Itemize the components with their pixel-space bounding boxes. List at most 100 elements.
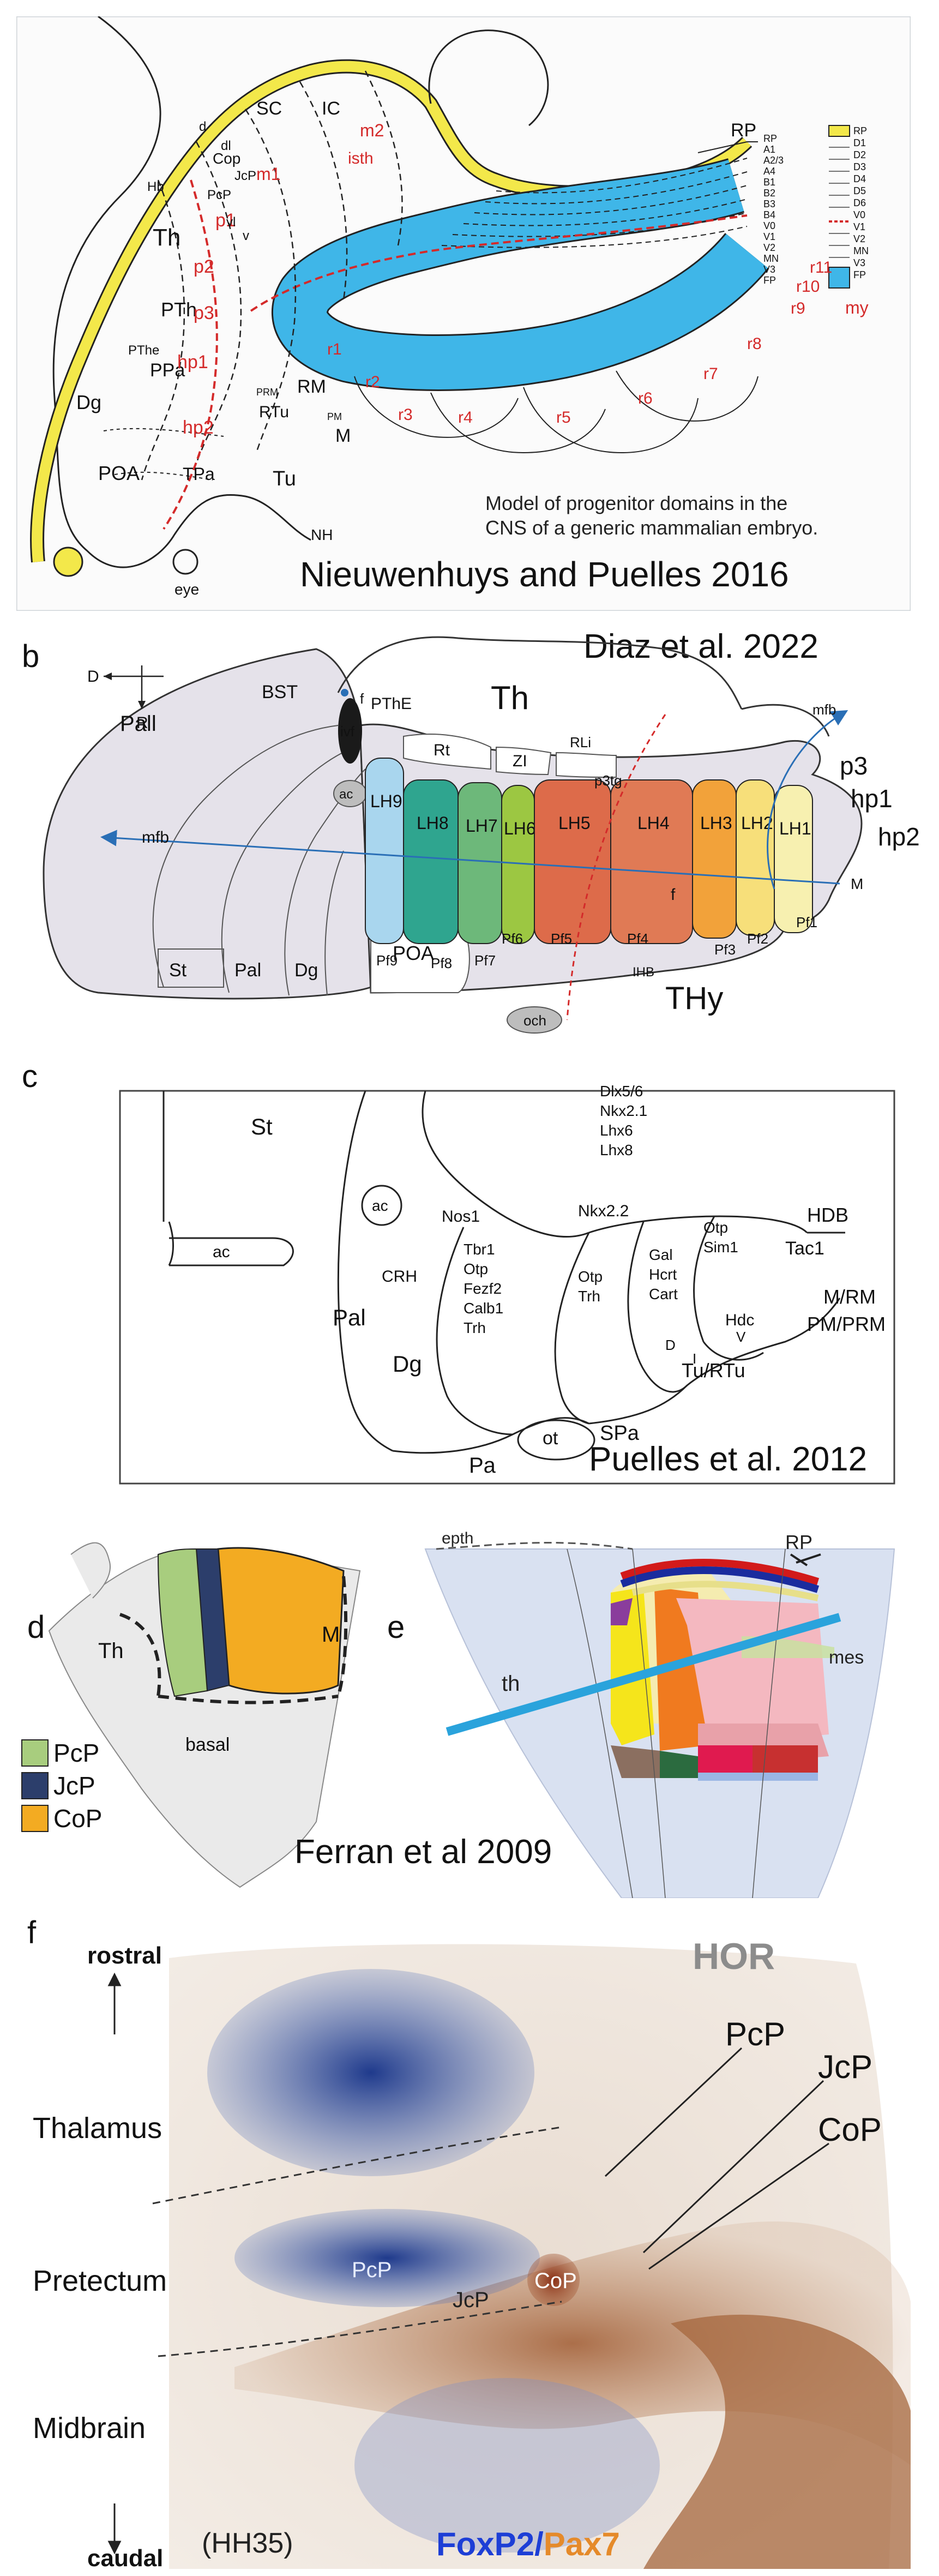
key-row-a1: A1 xyxy=(763,144,775,155)
gene-genes1-0: Dlx5/6 xyxy=(600,1083,643,1100)
epth-boundary xyxy=(436,1541,633,1550)
legend-ticks xyxy=(829,147,850,258)
a-label-prm: PRM xyxy=(256,387,278,398)
a-label-r3: r3 xyxy=(398,406,413,424)
b-label-pall-0: Pall xyxy=(120,712,156,736)
thalamus-outline xyxy=(337,636,743,710)
lh-label-lh5: LH5 xyxy=(558,813,591,833)
a-label-m1: m1 xyxy=(256,164,280,184)
caption-line-1: Model of progenitor domains in the xyxy=(485,492,787,514)
e-band-red xyxy=(620,1559,820,1586)
panel-f-image: rostralcaudal(HH35)HORThalamusPretectumM… xyxy=(33,1936,911,2569)
panel-f: f xyxy=(16,1915,922,2569)
a-label-nh: NH xyxy=(311,526,333,543)
b-label-hp2-12: hp2 xyxy=(878,822,920,851)
a-label-p1: p1 xyxy=(215,210,236,231)
e-region-red xyxy=(698,1745,753,1773)
key-row-fp: FP xyxy=(763,275,776,286)
a-label-pcp: PcP xyxy=(207,188,231,202)
st-box xyxy=(158,948,224,988)
legend-row-d4: D4 xyxy=(853,173,866,184)
e-label-epth: epth xyxy=(442,1529,473,1547)
legend-row-v0: V0 xyxy=(853,209,865,220)
b-label-ac-3: ac xyxy=(339,787,353,802)
c-label-nkx22-10: Nkx2.2 xyxy=(578,1202,629,1220)
a-label-rm: RM xyxy=(297,376,326,397)
c-label-ac-2: ac xyxy=(372,1197,388,1214)
b-label-och-17: och xyxy=(523,1012,546,1029)
alar-basal-boundary xyxy=(250,214,748,312)
stain-pax7: Pax7 xyxy=(543,2526,620,2562)
gene-genes4-1: Hcrt xyxy=(649,1266,677,1283)
d-label-basal: basal xyxy=(185,1734,230,1755)
legend-row-d5: D5 xyxy=(853,185,866,196)
stain-foxp2: FoxP2 xyxy=(436,2526,535,2562)
credit-c: Puelles et al. 2012 xyxy=(589,1440,868,1478)
legend-row-v1: V1 xyxy=(853,221,865,232)
gene-genes2-0: Tbr1 xyxy=(464,1241,495,1258)
pf-label-pf6: Pf6 xyxy=(502,930,523,947)
a-label-v: v xyxy=(243,229,249,243)
legend-row-d2: D2 xyxy=(853,149,866,160)
inset-pcp: PcP xyxy=(352,2258,392,2282)
thin-line-2 xyxy=(114,471,213,481)
b-label-pal-14: Pal xyxy=(234,960,261,981)
key-row-b1: B1 xyxy=(763,177,775,188)
ivf-shape xyxy=(338,698,362,764)
gene-genes2-3: Calb1 xyxy=(464,1300,503,1317)
inset-jcp: JcP xyxy=(453,2288,489,2312)
lh-column-lh5 xyxy=(534,779,611,944)
region-midbrain: Midbrain xyxy=(33,2412,146,2445)
orient-d: D xyxy=(87,668,99,686)
legend-row-rp: RP xyxy=(853,125,867,136)
a-label-cop: Cop xyxy=(213,150,240,167)
e-region-yellow xyxy=(611,1587,654,1745)
pax7-lower-right xyxy=(643,2314,911,2569)
key-row-rp: RP xyxy=(763,133,777,144)
a-label-r7: r7 xyxy=(703,365,718,383)
lh-column-lh7 xyxy=(458,782,502,944)
orient-rostral: rostral xyxy=(87,1942,162,1969)
gene-genes3-1: Trh xyxy=(578,1288,600,1305)
legend-swatch-cop xyxy=(21,1805,49,1832)
callout-lines xyxy=(604,2047,829,2270)
e-region-brown xyxy=(611,1745,660,1778)
key-row-v1: V1 xyxy=(763,231,775,242)
a-label-ic: IC xyxy=(322,98,340,119)
panel-e-letter: e xyxy=(387,1610,405,1645)
c-label-hdb-11: HDB xyxy=(807,1204,848,1226)
b-label-rt-6: Rt xyxy=(434,741,450,759)
b-label-p3tg-9: p3tg xyxy=(594,772,622,789)
c-label-spa-7: SPa xyxy=(600,1422,640,1445)
c-label-hdc-13: Hdc xyxy=(725,1311,754,1329)
orient-caudal: caudal xyxy=(87,2545,163,2569)
b-label-pthe-4: PThE xyxy=(371,695,412,713)
gene-genes3-0: Otp xyxy=(578,1268,603,1285)
a-label-ppa: PPa xyxy=(150,360,185,381)
b-label-ihb-18: IHB xyxy=(633,965,654,980)
gene-genes1-3: Lhx8 xyxy=(600,1142,633,1158)
gene-genes5-0: Otp xyxy=(703,1219,728,1236)
b-label-f-23: f xyxy=(360,690,364,707)
e-region-purple xyxy=(611,1598,633,1625)
pretectum-foxp2 xyxy=(234,2209,540,2307)
legend-row-mn: MN xyxy=(853,245,869,256)
red-dashed-boundary xyxy=(566,714,666,1020)
callout-cop: CoP xyxy=(818,2111,882,2148)
credit-b: Diaz et al. 2022 xyxy=(583,628,818,665)
key-lines xyxy=(697,141,758,153)
key-row-v3: V3 xyxy=(763,264,775,275)
ivf-dot xyxy=(341,689,348,696)
c-label-i-18: I xyxy=(693,1350,696,1367)
gene-genes2-2: Fezf2 xyxy=(464,1280,502,1297)
lh-label-lh6: LH6 xyxy=(504,819,536,838)
b-label-mfb-21: mfb xyxy=(812,701,836,718)
stain-sep: / xyxy=(534,2526,544,2562)
pf-label-pf2: Pf2 xyxy=(747,930,768,947)
b-label-f-22: f xyxy=(671,886,676,904)
